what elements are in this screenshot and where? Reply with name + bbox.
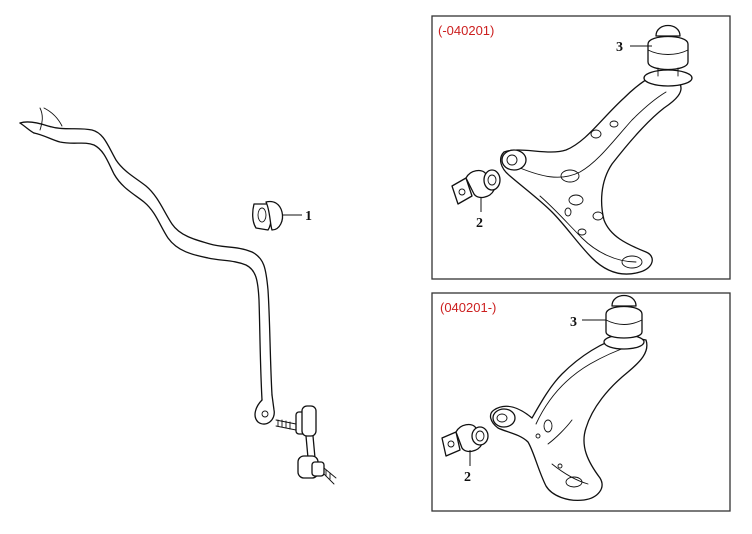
lower-control-arm (489, 335, 648, 502)
callout-label-2-lower: 2 (464, 470, 471, 485)
lower-ball-joint (603, 294, 645, 350)
stabilizer-link (275, 405, 337, 485)
callout-label-3-upper: 3 (616, 40, 623, 55)
lower-panel-frame (431, 292, 731, 512)
lower-rear-bushing (441, 423, 489, 457)
callout-label-2-upper: 2 (476, 216, 483, 231)
upper-ball-joint (643, 24, 693, 87)
upper-control-arm (499, 73, 682, 275)
upper-panel-frame (431, 15, 731, 280)
upper-panel-code: (-040201) (438, 23, 494, 38)
stabilizer-bar (19, 107, 275, 425)
lower-panel-code: (040201-) (440, 300, 496, 315)
callout-label-3-lower: 3 (570, 315, 577, 330)
callout-label-1: 1 (305, 209, 312, 224)
stabilizer-bushing (252, 200, 284, 231)
upper-rear-bushing (451, 169, 501, 205)
